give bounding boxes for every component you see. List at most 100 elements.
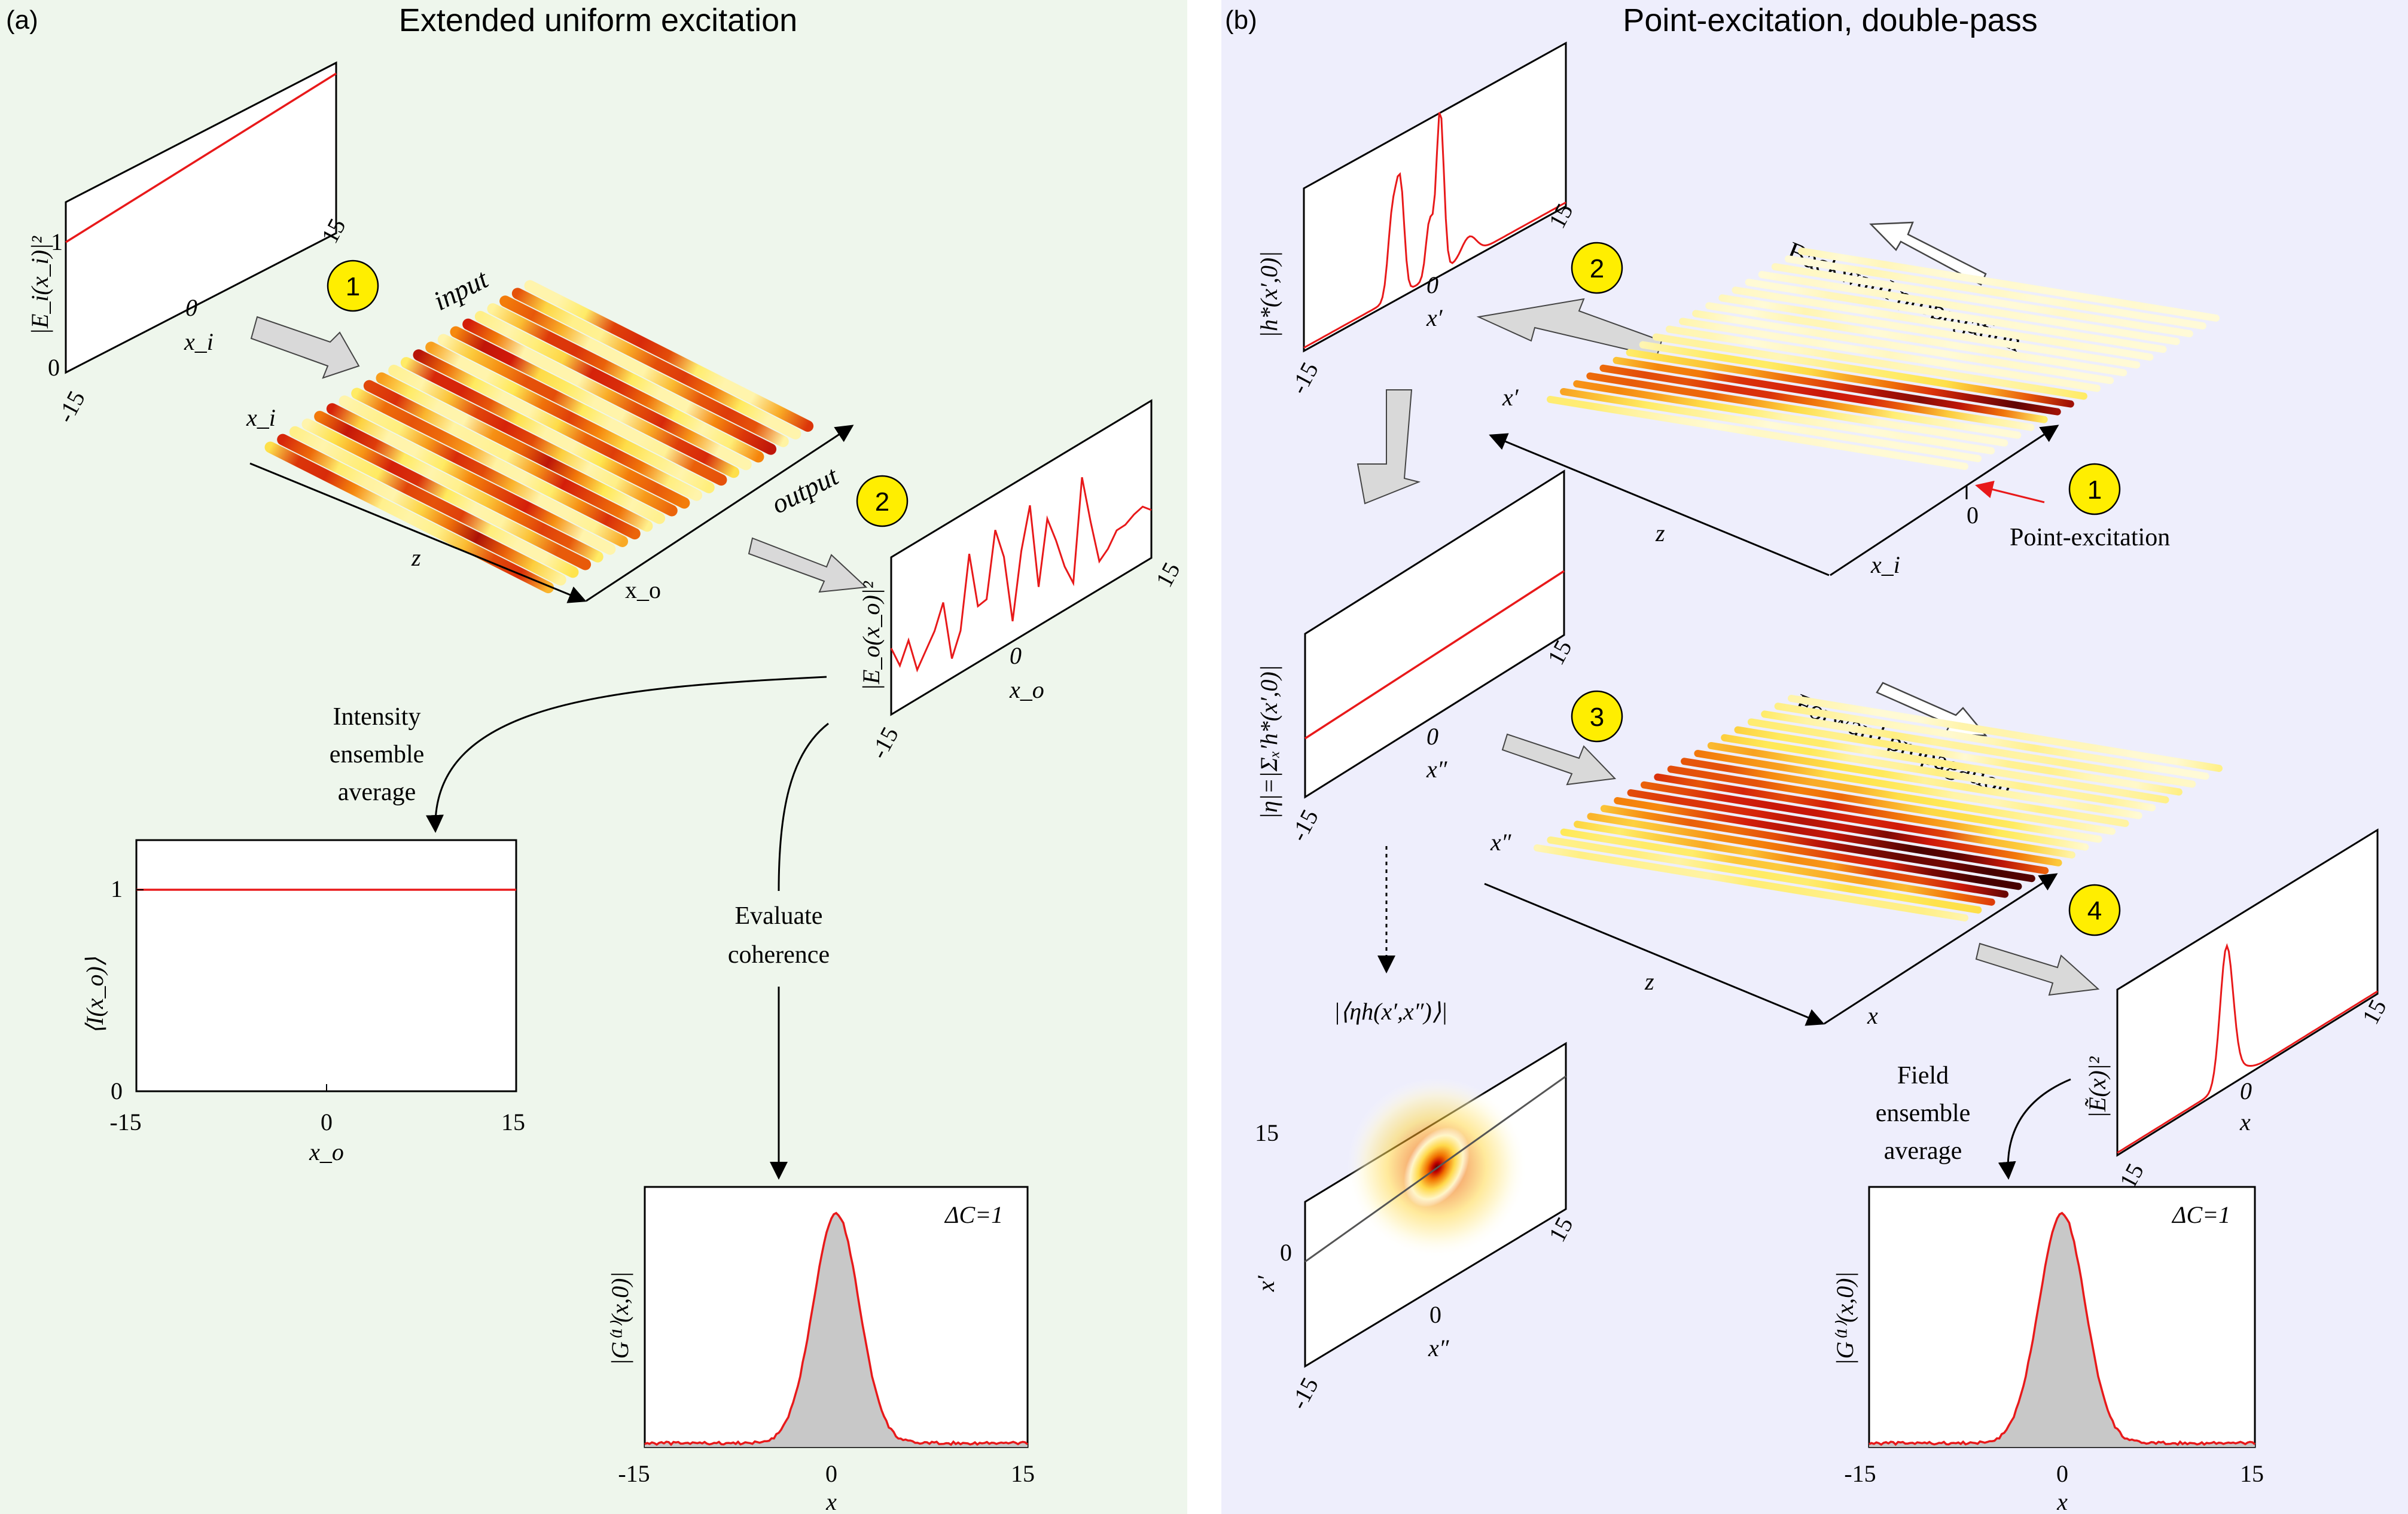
waveguide (1599, 364, 2022, 439)
top-array-xi-label: x_i (1870, 551, 1900, 578)
step-2-badge-a: 2 (856, 475, 909, 527)
output-xlabel: x_o (1009, 676, 1044, 703)
waveguide (1774, 703, 2209, 780)
waveguide (487, 303, 777, 455)
input-ylabel: |E_i(x_i)|² (26, 236, 53, 335)
coherence-arrow-curve (778, 722, 829, 892)
waveguide (450, 326, 740, 478)
waveguide (264, 441, 554, 594)
back-propagation-curve (1303, 112, 1566, 349)
field-x-tick-mid: 0 (2240, 1077, 2252, 1104)
step-3-badge: 3 (1571, 690, 1623, 743)
waveguide (413, 349, 703, 501)
output-ylabel: |E_o(x_o)|² (858, 581, 885, 691)
waveguide (1626, 349, 2048, 423)
field-text-line2: ensemble (1876, 1100, 1971, 1127)
coherence-b-x-tick-mid: 0 (2056, 1460, 2068, 1487)
waveguide (1665, 325, 2087, 400)
coherence-a-ylabel: |G⁽¹⁾(x,0)| (606, 1272, 633, 1366)
coherence-b-fill (1869, 1213, 2255, 1447)
waveguide (1547, 396, 1968, 470)
waveguide (314, 411, 603, 563)
waveguide (1747, 718, 2183, 796)
heatmap-y-tick-mid: 0 (1280, 1239, 1292, 1266)
intensity-x-tick-mid: 0 (321, 1109, 333, 1136)
back-plot-x-tick-mid: 0 (1426, 271, 1438, 298)
waveguide (1707, 741, 2142, 819)
intensity-y-tick-1: 1 (111, 875, 123, 902)
intensity-x-tick-left: -15 (109, 1109, 141, 1136)
field-average-arrow (1998, 1078, 2071, 1180)
waveguide (1758, 271, 2180, 346)
waveguide (363, 380, 653, 532)
waveguide (1586, 372, 2008, 447)
waveguide (326, 403, 616, 555)
input-to-array-arrow (250, 316, 360, 379)
input-intensity-line (65, 72, 337, 243)
array-to-field-arrow (1975, 942, 2100, 996)
point-excitation-label: Point-excitation (2010, 524, 2170, 551)
step-2-badge-b: 2 (1571, 242, 1623, 294)
waveguide (1654, 773, 2089, 851)
field-ylabel: |Ẽ(x)|² (2084, 1056, 2111, 1118)
intensity-ylabel: ⟨I(x_o)⟩ (81, 957, 108, 1034)
intensity-average-plot: 1 0 ⟨I(x_o)⟩ -15 0 15 x_o (81, 839, 525, 1165)
coherence-b-ylabel: |G⁽¹⁾(x,0)| (1831, 1272, 1858, 1366)
panel-a-label: (a) (6, 5, 38, 35)
heatmap-xlabel: x″ (1428, 1335, 1450, 1362)
bottom-array-x-label: x (1867, 1002, 1878, 1029)
top-array-zero-label: 0 (1967, 502, 1979, 529)
heatmap-x-tick-mid: 0 (1429, 1301, 1441, 1328)
eta-xlabel: x″ (1426, 756, 1448, 783)
bottom-array-z-label: z (1644, 968, 1654, 995)
waveguide (1614, 797, 2049, 875)
waveguide-array-forward: x″ z x (1484, 695, 2223, 1029)
waveguide (1694, 750, 2129, 828)
waveguide-array-a-lines (264, 280, 814, 594)
waveguide-array-back-lines (1547, 248, 2220, 470)
waveguide (376, 372, 666, 524)
waveguide (462, 318, 752, 471)
waveguide (1574, 820, 2009, 898)
waveguide (1681, 758, 2116, 835)
eta-plot: |η|=|Σₓ′h*(x′,0)| -15 0 x″ 15 (1255, 469, 1577, 845)
waveguide (1732, 286, 2154, 361)
coherence-a-x-tick-right: 15 (1011, 1460, 1035, 1487)
eta-ylabel: |η|=|Σₓ′h*(x′,0)| (1255, 665, 1282, 819)
panel-a-title: Extended uniform excitation (399, 2, 797, 38)
input-plot: 1 0 |E_i(x_i)|² -15 0 x_i 15 (26, 61, 351, 427)
input-y-tick-0: 0 (48, 354, 60, 381)
field-plot: |Ẽ(x)|² -15 0 x 15 (2084, 828, 2392, 1199)
waveguide (1560, 387, 1982, 462)
step-1-badge-a: 1 (327, 260, 379, 312)
array-xi-label: x_i (246, 404, 276, 431)
waveguide (1788, 695, 2223, 772)
waveguide (1771, 263, 2193, 338)
coherence-a-x-tick-mid: 0 (825, 1460, 837, 1487)
input-y-tick-1: 1 (51, 228, 63, 255)
waveguide (1784, 255, 2206, 330)
heatmap-ylabel: x′ (1252, 1275, 1279, 1292)
input-xlabel: x_i (184, 328, 214, 355)
eta-x-tick-mid: 0 (1426, 723, 1438, 750)
coherence-b-x-tick-left: -15 (1844, 1460, 1876, 1487)
waveguide (1573, 380, 1995, 454)
waveguide (1613, 356, 2035, 431)
eta-to-array-arrow (1501, 733, 1617, 786)
coherence-plot-a: ΔC=1 |G⁽¹⁾(x,0)| -15 0 15 x (606, 1186, 1035, 1514)
bottom-array-xdprime-label: x″ (1490, 829, 1512, 856)
waveguide (1721, 734, 2156, 811)
intensity-text-line2: ensemble (330, 741, 425, 768)
field-text-line3: average (1884, 1137, 1962, 1165)
field-xlabel: x (2239, 1109, 2251, 1136)
coherence-b-annotation: ΔC=1 (2171, 1201, 2230, 1228)
coherence-a-x-tick-left: -15 (618, 1460, 650, 1487)
waveguide (1734, 726, 2169, 804)
waveguide (474, 310, 764, 463)
waveguide (1745, 279, 2167, 353)
coherence-b-x-tick-right: 15 (2240, 1460, 2264, 1487)
panel-b-label: (b) (1225, 5, 1257, 35)
waveguide (1560, 828, 1995, 906)
waveguide (1652, 333, 2074, 408)
panel-b-title: Point-excitation, double-pass (1623, 2, 2037, 38)
